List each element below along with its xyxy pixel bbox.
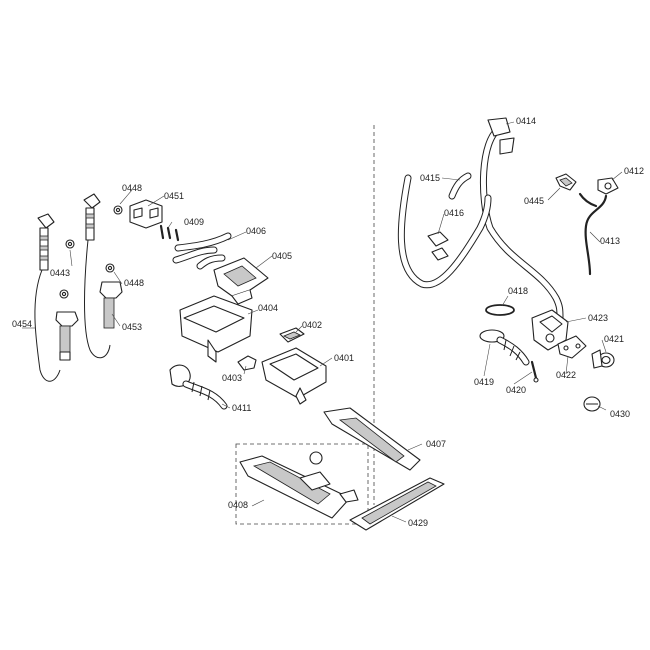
label-0429: 0429 bbox=[408, 518, 428, 528]
washer-0448-mid[interactable] bbox=[105, 263, 115, 273]
label-0401: 0401 bbox=[334, 353, 354, 363]
inlet-hose-right[interactable] bbox=[83, 193, 111, 359]
part-0402[interactable] bbox=[279, 327, 305, 343]
part-number-labels: 0448 0451 0409 0406 0405 0443 0448 0454 … bbox=[12, 116, 644, 528]
label-0408: 0408 bbox=[228, 500, 248, 510]
hose-0415[interactable] bbox=[397, 172, 492, 289]
cap-0430[interactable] bbox=[583, 396, 601, 412]
pump-housing-0419[interactable] bbox=[479, 329, 530, 366]
gasket-0422[interactable] bbox=[557, 335, 587, 359]
label-0422: 0422 bbox=[556, 370, 576, 380]
drawer-housing-0404[interactable] bbox=[179, 295, 253, 363]
label-0448-a: 0448 bbox=[122, 183, 142, 193]
label-0406: 0406 bbox=[246, 226, 266, 236]
drawer-insert-0401[interactable] bbox=[261, 347, 327, 405]
washer-0448-top[interactable] bbox=[113, 205, 123, 215]
label-0412: 0412 bbox=[624, 166, 644, 176]
label-0407: 0407 bbox=[426, 439, 446, 449]
washer-0448-left[interactable] bbox=[59, 289, 69, 299]
bellows-hose-0411[interactable] bbox=[169, 364, 228, 410]
label-0443: 0443 bbox=[50, 268, 70, 278]
label-0403: 0403 bbox=[222, 373, 242, 383]
label-0409: 0409 bbox=[184, 217, 204, 227]
label-0423: 0423 bbox=[588, 313, 608, 323]
clamp-ring-0418[interactable] bbox=[485, 304, 515, 316]
label-0418: 0418 bbox=[508, 286, 528, 296]
label-0451: 0451 bbox=[164, 191, 184, 201]
solenoid-valve-0451[interactable] bbox=[129, 199, 163, 229]
base-assembly-0408[interactable] bbox=[239, 451, 359, 519]
leader-lines bbox=[22, 121, 623, 523]
screws-0409[interactable] bbox=[159, 224, 180, 242]
sensor-0412[interactable] bbox=[597, 177, 619, 195]
wire-0413[interactable] bbox=[578, 192, 608, 276]
assembly-box-0408 bbox=[235, 443, 369, 525]
drain-pump-0423[interactable] bbox=[531, 309, 569, 351]
label-0420: 0420 bbox=[506, 385, 526, 395]
filter-0421[interactable] bbox=[591, 349, 615, 369]
inlet-hose-left[interactable] bbox=[34, 213, 61, 382]
label-0454: 0454 bbox=[12, 319, 32, 329]
label-0413: 0413 bbox=[600, 236, 620, 246]
label-0453: 0453 bbox=[122, 322, 142, 332]
label-0415: 0415 bbox=[420, 173, 440, 183]
label-0419: 0419 bbox=[474, 377, 494, 387]
label-0402: 0402 bbox=[302, 320, 322, 330]
dispenser-top-0405[interactable] bbox=[213, 257, 269, 305]
label-0421: 0421 bbox=[604, 334, 624, 344]
label-0416: 0416 bbox=[444, 208, 464, 218]
part-0403[interactable] bbox=[237, 355, 257, 371]
label-0404: 0404 bbox=[258, 303, 278, 313]
washer-0443[interactable] bbox=[65, 239, 75, 249]
hose-nut-0453[interactable] bbox=[99, 281, 123, 329]
drain-hose-0414[interactable] bbox=[480, 117, 564, 322]
clip-0445[interactable] bbox=[555, 173, 577, 191]
label-0445: 0445 bbox=[524, 196, 544, 206]
label-0448-b: 0448 bbox=[124, 278, 144, 288]
clamp-0416[interactable] bbox=[427, 231, 449, 261]
rail-0429[interactable] bbox=[349, 477, 445, 531]
pin-0420[interactable] bbox=[530, 360, 539, 383]
label-0411: 0411 bbox=[232, 403, 251, 413]
label-0414: 0414 bbox=[516, 116, 536, 126]
label-0430: 0430 bbox=[610, 409, 630, 419]
cover-0407[interactable] bbox=[323, 407, 421, 471]
hose-set-0406[interactable] bbox=[172, 232, 232, 270]
hose-nut-lower-left[interactable] bbox=[55, 311, 79, 361]
label-0405: 0405 bbox=[272, 251, 292, 261]
